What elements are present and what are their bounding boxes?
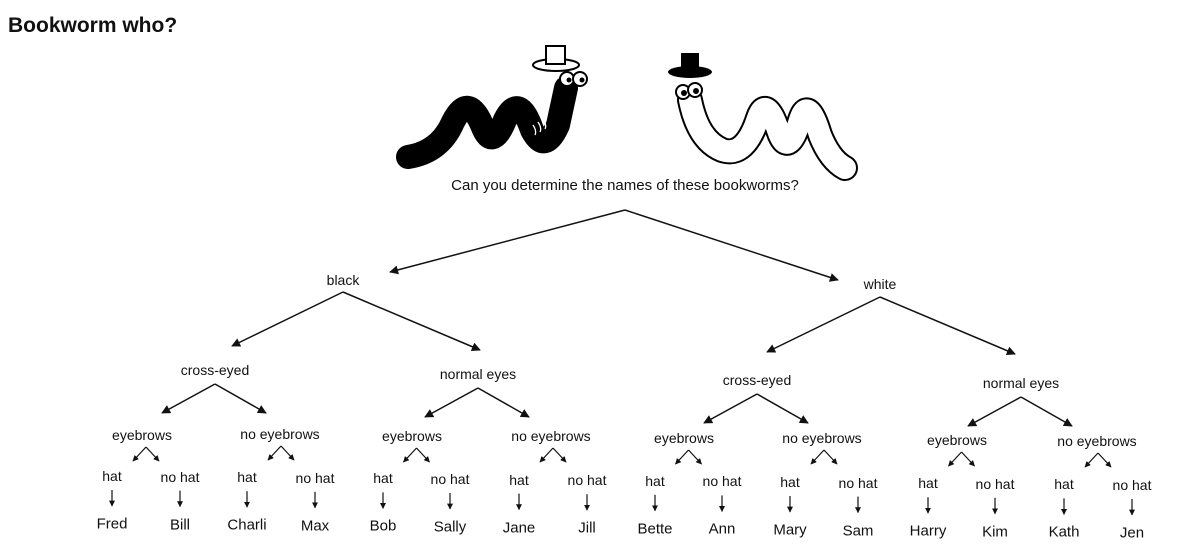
arrow-to-normal-eyes xyxy=(342,291,481,351)
worm-name: Sally xyxy=(433,518,467,536)
arrow-to-eyebrows xyxy=(161,383,216,414)
arrow-to-white xyxy=(624,209,839,282)
worm-name: Charli xyxy=(227,516,267,534)
arrow-to-no-hat xyxy=(688,449,702,465)
arrow-to-no-eyebrows xyxy=(477,387,530,418)
arrow-to-normal-eyes xyxy=(879,296,1016,355)
arrow-to-eyebrows xyxy=(703,393,758,424)
no-eyebrows-label: no eyebrows xyxy=(240,426,320,442)
arrow-to-hat xyxy=(675,449,689,465)
eyebrows-label: eyebrows xyxy=(382,428,442,444)
eyes-node-label: normal eyes xyxy=(982,375,1060,391)
color-node-label: white xyxy=(863,276,897,292)
eyes-node-label: cross-eyed xyxy=(180,362,250,378)
hat-label: hat xyxy=(102,468,122,484)
no-hat-label: no hat xyxy=(702,473,742,490)
hat-label: hat xyxy=(780,474,800,490)
arrow-to-no-eyebrows xyxy=(1020,396,1073,427)
hat-label: hat xyxy=(1054,476,1074,493)
arrow-to-hat xyxy=(948,451,962,467)
arrow-to-hat xyxy=(1084,452,1099,468)
arrow-to-no-hat xyxy=(961,451,975,467)
question-text: Can you determine the names of these boo… xyxy=(451,177,799,194)
no-hat-label: no hat xyxy=(1112,477,1152,493)
arrow-to-cross-eyed xyxy=(231,291,344,347)
eyebrows-label: eyebrows xyxy=(112,427,172,443)
eyes-node-label: normal eyes xyxy=(439,366,517,382)
eyebrows-label: eyebrows xyxy=(654,430,714,446)
worm-name: Kim xyxy=(982,523,1008,541)
worm-name: Max xyxy=(300,517,330,535)
eyes-node-label: cross-eyed xyxy=(722,372,792,388)
worm-name: Mary xyxy=(773,521,807,539)
arrow-to-no-hat xyxy=(416,447,430,463)
eyebrows-label: eyebrows xyxy=(927,432,987,448)
hat-label: hat xyxy=(237,469,257,486)
worm-name: Bill xyxy=(169,516,191,534)
no-hat-label: no hat xyxy=(160,468,200,485)
worm-name: Bette xyxy=(637,520,673,538)
arrow-to-no-eyebrows xyxy=(214,383,267,414)
hat-label: hat xyxy=(373,470,393,487)
arrow-to-no-eyebrows xyxy=(756,393,809,424)
no-hat-label: no hat xyxy=(838,474,878,491)
no-eyebrows-label: no eyebrows xyxy=(1057,433,1137,449)
worm-name: Bob xyxy=(369,517,397,535)
worm-name: Ann xyxy=(708,520,736,538)
worm-name: Jill xyxy=(578,519,596,537)
no-hat-label: no hat xyxy=(975,475,1015,492)
arrow-to-no-hat xyxy=(1097,452,1112,468)
arrow-to-hat xyxy=(267,445,282,461)
arrow-to-hat xyxy=(403,447,417,463)
hat-label: hat xyxy=(918,475,938,492)
worm-name: Jane xyxy=(502,519,536,537)
arrow-to-black xyxy=(389,209,626,275)
arrow-to-eyebrows xyxy=(424,387,479,418)
arrow-to-hat xyxy=(810,449,825,465)
black-worm-icon xyxy=(396,45,588,169)
arrow-to-no-hat xyxy=(823,449,838,465)
arrow-to-no-hat xyxy=(145,446,160,462)
worm-name: Kath xyxy=(1048,523,1080,541)
no-eyebrows-label: no eyebrows xyxy=(511,428,591,444)
arrow-to-hat xyxy=(539,447,554,463)
page-title: Bookworm who? xyxy=(8,14,178,37)
worm-name: Harry xyxy=(909,522,947,540)
arrow-to-eyebrows xyxy=(967,396,1022,427)
arrow-to-hat xyxy=(132,446,147,462)
no-hat-label: no hat xyxy=(567,472,607,489)
arrow-to-no-hat xyxy=(552,447,567,463)
arrow-to-cross-eyed xyxy=(766,296,881,353)
no-hat-label: no hat xyxy=(295,469,335,486)
worm-name: Jen xyxy=(1119,524,1145,542)
arrow-to-no-hat xyxy=(280,445,295,461)
worm-name: Sam xyxy=(842,522,874,540)
worm-name: Fred xyxy=(96,515,128,533)
tree-edges xyxy=(109,209,1135,516)
hat-label: hat xyxy=(645,472,665,489)
color-node-label: black xyxy=(326,272,360,288)
no-eyebrows-label: no eyebrows xyxy=(782,430,862,446)
no-hat-label: no hat xyxy=(430,471,470,487)
hat-label: hat xyxy=(509,471,529,488)
white-worm-icon xyxy=(668,53,858,181)
